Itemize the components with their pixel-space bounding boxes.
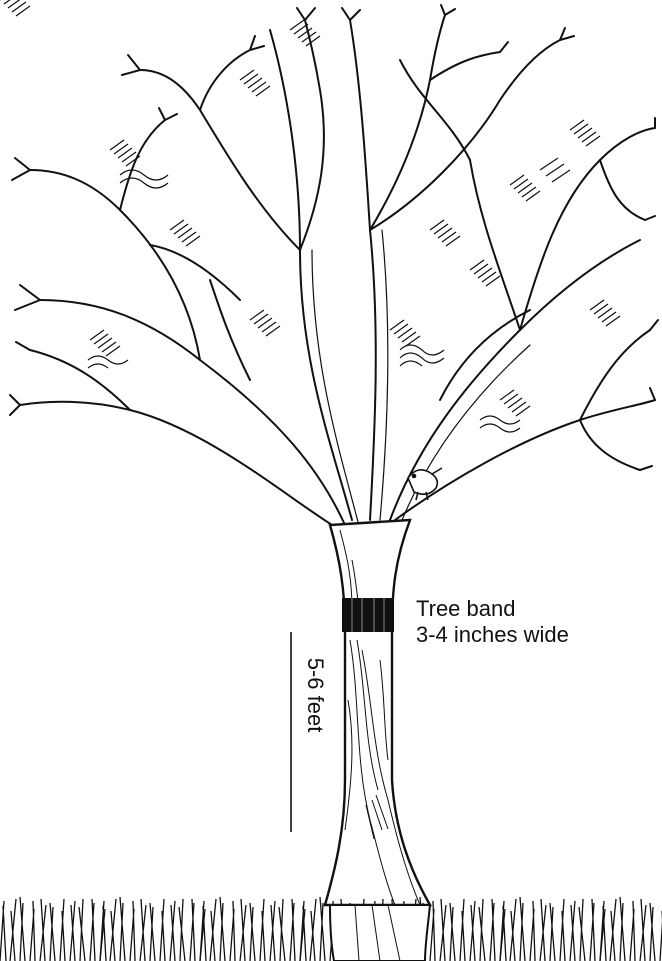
- height-label: 5-6 feet: [300, 640, 330, 750]
- tree-band: [342, 598, 394, 632]
- height-label-text: 5-6 feet: [302, 658, 328, 733]
- tree-band-label: Tree band: [416, 596, 515, 622]
- branches: [10, 5, 658, 530]
- tree-band-width-label: 3-4 inches wide: [416, 622, 569, 648]
